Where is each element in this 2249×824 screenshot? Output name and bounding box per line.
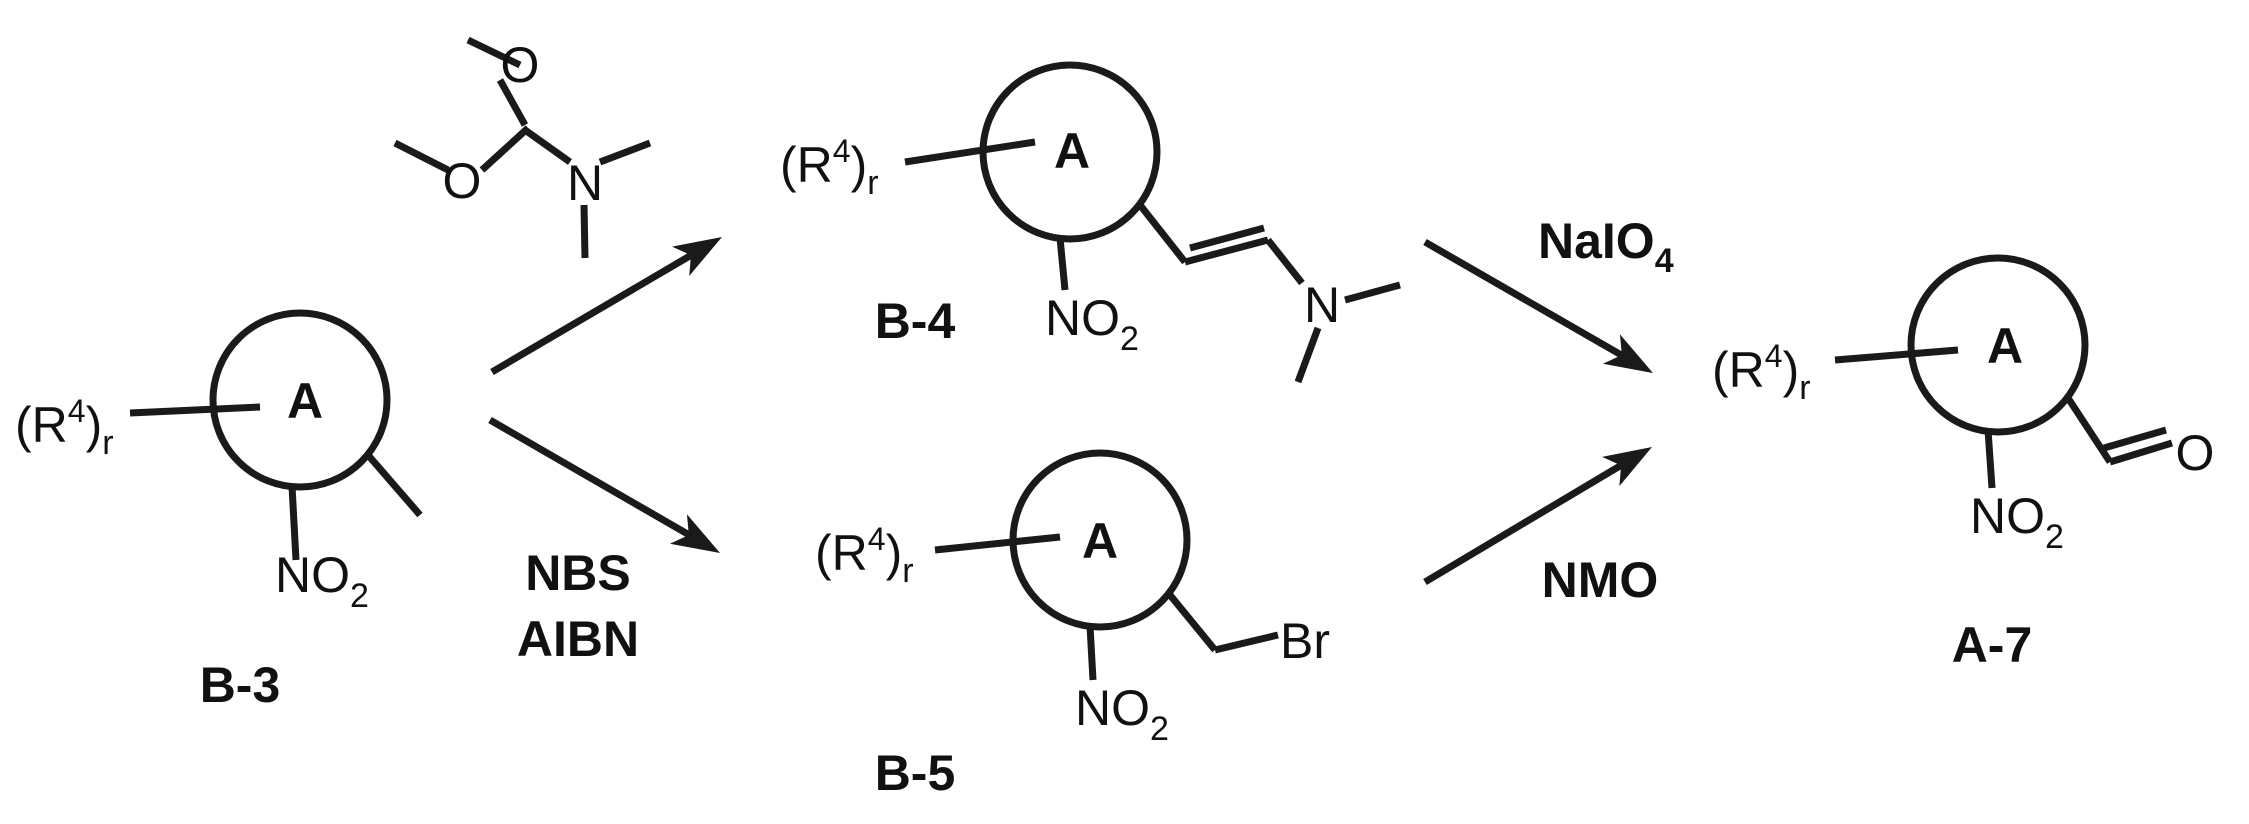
b4-n-methyl-1 xyxy=(1345,285,1400,300)
b5-substituent: (R4)r xyxy=(815,521,914,590)
b5-nitro-label: NO2 xyxy=(1075,680,1169,748)
compound-b5: A (R4)r NO2 Br B-5 xyxy=(815,453,1330,801)
b5-br-bond xyxy=(1215,635,1278,650)
b4-ring-label: A xyxy=(1054,123,1090,179)
a7-r4-bond xyxy=(1835,350,1958,360)
b5-ring-label: A xyxy=(1082,513,1118,569)
b3-substituent: (R4)r xyxy=(15,393,114,462)
reagent-aibn: AIBN xyxy=(517,611,639,667)
b4-n-methyl-2 xyxy=(1298,328,1318,382)
a7-cho-bond xyxy=(2068,398,2110,462)
b4-nitro-label: NO2 xyxy=(1045,290,1139,358)
b5-id: B-5 xyxy=(875,745,956,801)
a7-substituent: (R4)r xyxy=(1712,338,1811,407)
b4-amine-n: N xyxy=(1304,277,1340,333)
dmf-dma-o1: O xyxy=(501,37,540,93)
reagent-naio4: NaIO4 xyxy=(1538,213,1674,280)
b5-nitro-bond xyxy=(1090,626,1093,680)
a7-id: A-7 xyxy=(1952,617,2033,673)
b4-vinyl-to-n xyxy=(1268,240,1302,283)
compound-b3: A (R4)r NO2 B-3 xyxy=(15,313,420,713)
a7-ring-label: A xyxy=(1987,318,2023,374)
a7-nitro-label: NO2 xyxy=(1970,488,2064,556)
b3-ring-label: A xyxy=(287,373,323,429)
a7-carbonyl-o: O xyxy=(2176,425,2215,481)
b4-nitro-bond xyxy=(1060,238,1065,290)
b5-bromine: Br xyxy=(1280,613,1330,669)
b3-id: B-3 xyxy=(200,657,281,713)
b4-vinyl-bond-1 xyxy=(1140,205,1185,262)
b5-ch2-bond xyxy=(1170,595,1215,650)
a7-nitro-bond xyxy=(1988,430,1992,488)
reagent-dmf-dma: O O N xyxy=(395,37,650,258)
dmf-dma-n: N xyxy=(567,155,603,211)
dmf-dma-o2: O xyxy=(443,153,482,209)
b3-r4-bond xyxy=(130,407,260,413)
b5-r4-bond xyxy=(935,537,1060,550)
arrow-b3-to-b4 xyxy=(492,222,731,372)
reagent-nbs: NBS xyxy=(525,545,631,601)
b3-methyl-bond xyxy=(368,455,420,515)
compound-a7: A (R4)r NO2 O A-7 xyxy=(1712,258,2214,673)
b4-r4-bond xyxy=(905,142,1035,162)
reagent-nmo: NMO xyxy=(1542,552,1659,608)
b4-id: B-4 xyxy=(875,293,956,349)
b4-substituent: (R4)r xyxy=(780,133,879,202)
compound-b4: A (R4)r NO2 N B-4 xyxy=(780,65,1400,382)
b3-nitro-label: NO2 xyxy=(275,547,369,615)
